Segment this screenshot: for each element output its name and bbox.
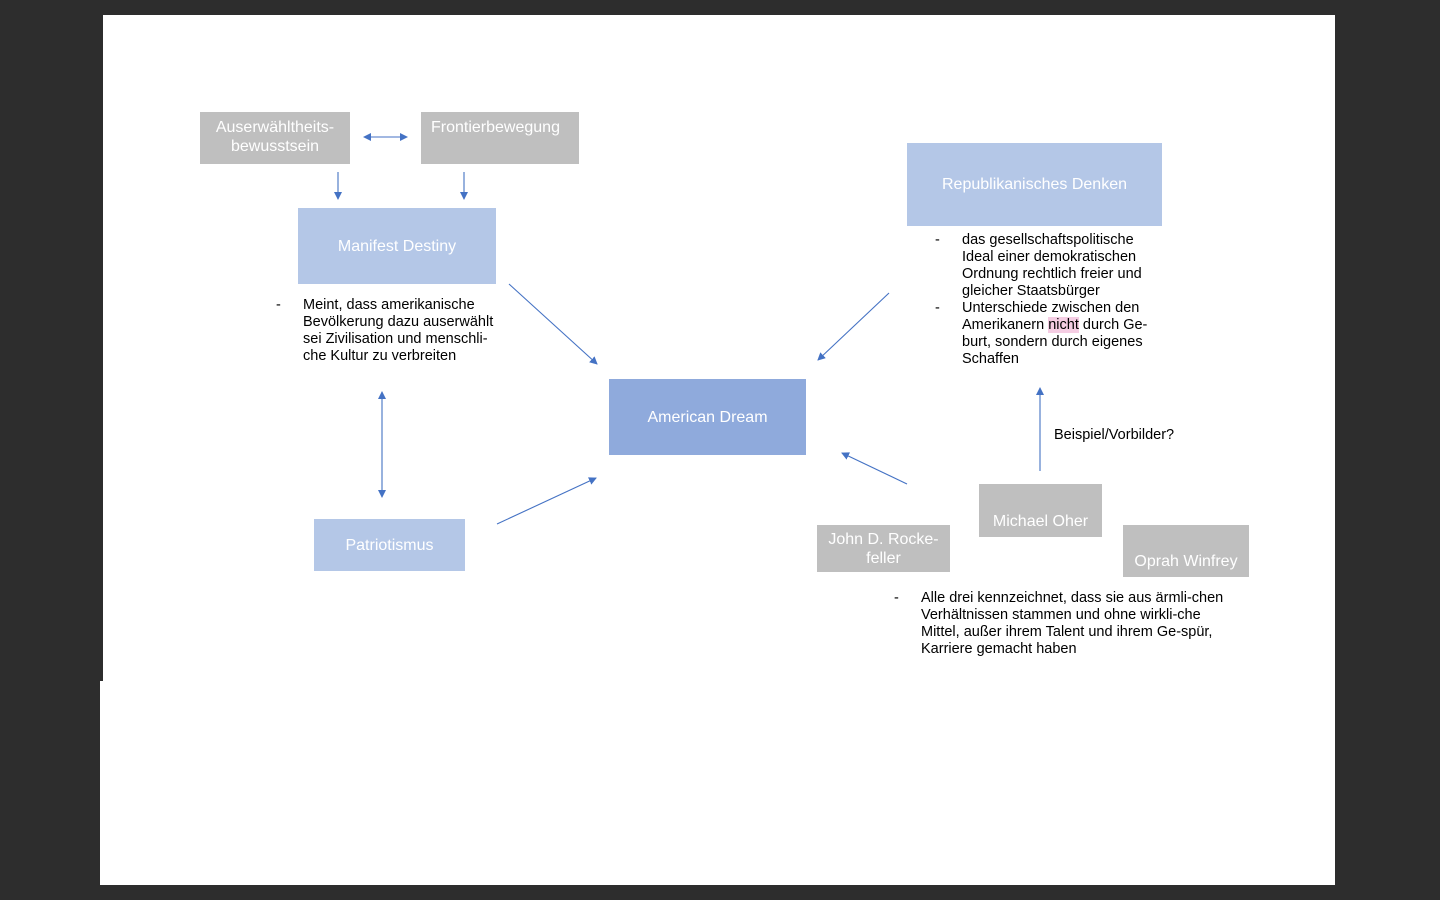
node-patriotismus-label: Patriotismus — [345, 536, 434, 554]
node-michael-oher-label: Michael Oher — [992, 513, 1089, 530]
label-beispiel-vorbilder-text: Beispiel/Vorbilder? — [1054, 427, 1175, 443]
node-michael-oher: Michael Oher — [979, 484, 1102, 537]
bullet-dash: - — [935, 300, 940, 316]
node-patriotismus: Patriotismus — [314, 519, 465, 571]
node-american-dream-label: American Dream — [647, 408, 768, 426]
note-vorbilder-item: - Alle drei kennzeichnet, dass sie aus ä… — [894, 590, 1224, 658]
node-frontierbewegung: Frontierbewegung — [421, 112, 579, 164]
note-republikanisch-text-2a: Unterschiede zwischen den Amerikanern — [962, 300, 1140, 333]
node-frontierbewegung-label: Frontierbewegung — [431, 119, 560, 136]
bullet-dash: - — [894, 590, 899, 606]
note-manifest-destiny: - Meint, dass amerikanische Bevölkerung … — [276, 297, 504, 365]
highlighted-word: nicht — [1048, 317, 1079, 333]
node-oprah-winfrey: Oprah Winfrey — [1123, 525, 1249, 577]
bullet-dash: - — [935, 232, 940, 248]
node-auserwaehltheitsbewusstsein-label: Auserwähltheits-bewusstsein — [215, 119, 335, 155]
node-republikanisches-denken-label: Republikanisches Denken — [942, 176, 1127, 193]
page-edge — [100, 681, 110, 885]
note-republikanisches-denken: - das gesellschaftspolitische Ideal eine… — [935, 232, 1157, 368]
arrow-patriotismus-american-dream — [496, 477, 597, 525]
note-manifest-destiny-text: Meint, dass amerikanische Bevölkerung da… — [303, 297, 494, 364]
arrow-republikanisch-american-dream — [817, 292, 890, 361]
node-american-dream: American Dream — [609, 379, 806, 455]
node-republikanisches-denken: Republikanisches Denken — [907, 143, 1162, 226]
note-republikanisch-item-1: - das gesellschaftspolitische Ideal eine… — [935, 232, 1157, 300]
note-manifest-destiny-item: - Meint, dass amerikanische Bevölkerung … — [276, 297, 504, 365]
node-john-d-rockefeller-label: John D. Rocke-feller — [828, 530, 939, 567]
bullet-dash: - — [276, 297, 281, 313]
note-republikanisch-text-1: das gesellschaftspolitische Ideal einer … — [962, 232, 1142, 299]
node-john-d-rockefeller: John D. Rocke-feller — [817, 525, 950, 572]
note-vorbilder: - Alle drei kennzeichnet, dass sie aus ä… — [894, 590, 1224, 658]
arrow-manifest-american-dream — [508, 283, 598, 365]
note-vorbilder-text: Alle drei kennzeichnet, dass sie aus ärm… — [921, 590, 1224, 657]
note-republikanisch-item-2: - Unterschiede zwischen den Amerikanern … — [935, 300, 1157, 368]
node-manifest-destiny-label: Manifest Destiny — [337, 237, 457, 255]
node-auserwaehltheitsbewusstsein: Auserwähltheits-bewusstsein — [200, 112, 350, 164]
label-beispiel-vorbilder: Beispiel/Vorbilder? — [1054, 427, 1204, 444]
arrow-vorbilder-american-dream — [841, 452, 908, 485]
node-manifest-destiny: Manifest Destiny — [298, 208, 496, 284]
node-oprah-winfrey-label: Oprah Winfrey — [1134, 553, 1238, 570]
note-republikanisch-text-2b: durch Ge-burt, sondern durch eigenes Sch… — [962, 317, 1148, 367]
